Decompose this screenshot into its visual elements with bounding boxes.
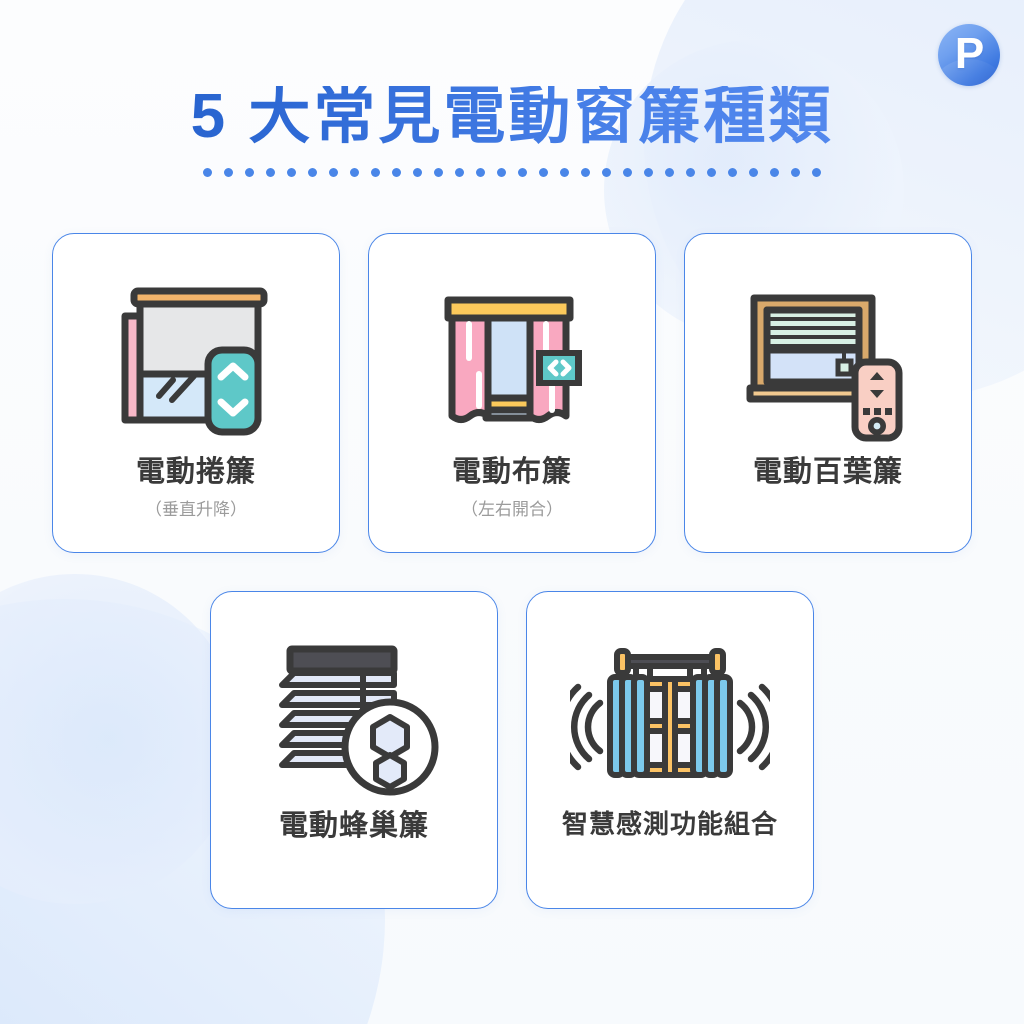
divider-dot — [455, 168, 464, 177]
divider-dot — [266, 168, 275, 177]
divider-dot — [224, 168, 233, 177]
card-label: 智慧感測功能組合 — [561, 809, 778, 839]
card-venetian-blind[interactable]: 電動百葉簾 — [684, 233, 972, 553]
divider-dot — [602, 168, 611, 177]
logo-letter: P — [954, 28, 984, 78]
card-roller-blind[interactable]: 電動捲簾 （垂直升降） — [52, 233, 340, 553]
card-sub-label: （垂直升降） — [145, 500, 247, 520]
page-title: 5 大常見電動窗簾種類 — [0, 86, 1024, 148]
divider-dot — [476, 168, 485, 177]
venetian-blind-icon — [736, 278, 920, 446]
divider-dot — [392, 168, 401, 177]
signal-wave-right-icon — [736, 683, 770, 771]
divider-dot — [371, 168, 380, 177]
honeycomb-blind-svg — [279, 645, 439, 796]
curtain-control-panel-icon — [536, 350, 582, 386]
divider-dot — [329, 168, 338, 177]
divider-dot — [665, 168, 674, 177]
divider-dot — [812, 168, 821, 177]
divider-dot — [413, 168, 422, 177]
card-label: 電動百葉簾 — [752, 456, 903, 488]
card-honeycomb-blind[interactable]: 電動蜂巢簾 — [210, 591, 498, 909]
roller-blind-svg — [121, 287, 268, 436]
divider-dot — [518, 168, 527, 177]
roller-remote-icon — [204, 346, 262, 436]
divider-dot — [728, 168, 737, 177]
divider-dot — [707, 168, 716, 177]
divider-dot — [539, 168, 548, 177]
smart-sensor-curtain-svg — [570, 648, 770, 778]
divider-dot — [770, 168, 779, 177]
title-dot-divider — [0, 168, 1024, 177]
divider-dot — [560, 168, 569, 177]
card-row-bottom: 電動蜂巢簾 — [0, 591, 1024, 909]
divider-dot — [581, 168, 590, 177]
divider-dot — [497, 168, 506, 177]
divider-dot — [203, 168, 212, 177]
roller-blind-icon — [108, 278, 284, 446]
venetian-blind-svg — [746, 294, 903, 442]
divider-dot — [749, 168, 758, 177]
divider-dot — [686, 168, 695, 177]
divider-dot — [434, 168, 443, 177]
divider-dot — [287, 168, 296, 177]
card-fabric-curtain[interactable]: 電動布簾 （左右開合） — [368, 233, 656, 553]
smart-sensor-curtain-icon — [570, 638, 770, 800]
divider-dot — [791, 168, 800, 177]
card-sub-label: （左右開合） — [461, 500, 563, 520]
fabric-curtain-icon — [424, 278, 600, 446]
card-label: 電動蜂巢簾 — [278, 810, 429, 842]
card-smart-sensor-combo[interactable]: 智慧感測功能組合 — [526, 591, 814, 909]
venetian-remote-icon — [851, 358, 903, 442]
divider-dot — [350, 168, 359, 177]
brand-logo: P — [938, 24, 1000, 86]
signal-wave-left-icon — [570, 683, 604, 771]
divider-dot — [623, 168, 632, 177]
honeycomb-blind-icon — [264, 638, 444, 800]
divider-dot — [644, 168, 653, 177]
fabric-curtain-svg — [444, 296, 582, 423]
honeycomb-zoom-icon — [341, 698, 439, 796]
divider-dot — [245, 168, 254, 177]
card-row-top: 電動捲簾 （垂直升降） — [0, 233, 1024, 553]
card-label: 電動捲簾 — [135, 456, 256, 488]
divider-dot — [308, 168, 317, 177]
card-label: 電動布簾 — [451, 456, 572, 488]
